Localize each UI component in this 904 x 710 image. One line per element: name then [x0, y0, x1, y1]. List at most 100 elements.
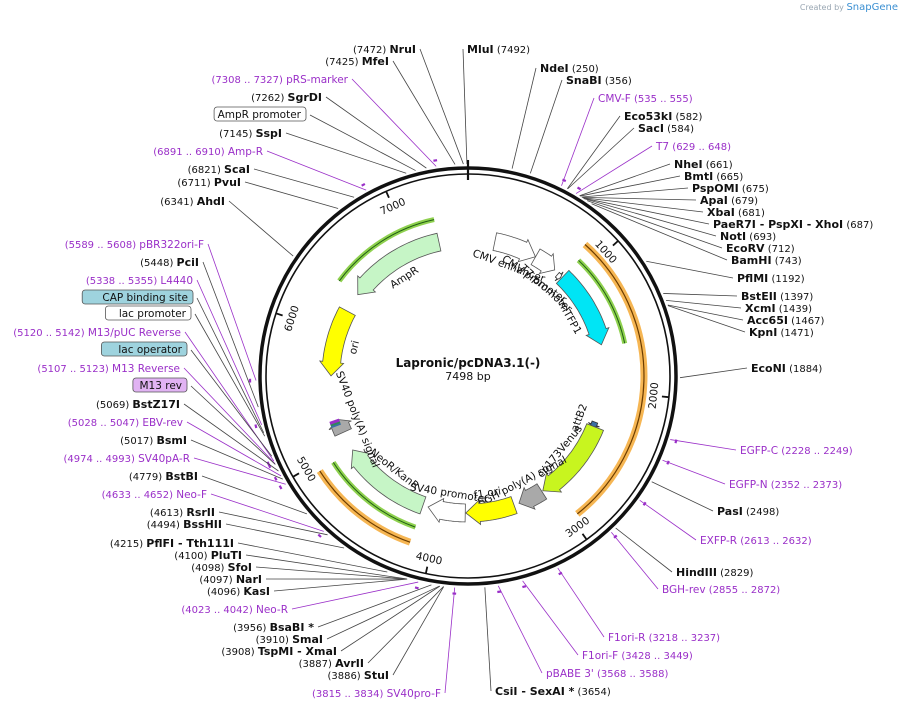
- label-prs-marker[interactable]: (7308 .. 7327) pRS-marker: [212, 74, 349, 86]
- label-lac-promoter[interactable]: lac promoter: [105, 305, 192, 321]
- label-sv40pa-r[interactable]: (4974 .. 4993) SV40pA-R: [63, 453, 190, 465]
- feature-f1-ori[interactable]: f1 ori: [465, 485, 518, 526]
- label-pcii[interactable]: (5448) PciI: [140, 256, 199, 269]
- label-pluti[interactable]: (4100) PluTI: [174, 549, 242, 562]
- leader-t7: [575, 145, 653, 194]
- label-csii-sexai[interactable]: CsiI - SexAI * (3654): [495, 685, 611, 698]
- label-name: pBR322ori-F: [139, 239, 204, 251]
- label-avrii[interactable]: (3887) AvrII: [299, 657, 364, 670]
- label-exfp-r[interactable]: EXFP-R (2613 .. 2632): [700, 535, 812, 547]
- label-lac-operator[interactable]: lac operator: [101, 341, 188, 357]
- label-sv40pro-f[interactable]: (3815 .. 3834) SV40pro-F: [312, 688, 441, 700]
- label-l4440[interactable]: (5338 .. 5355) L4440: [86, 275, 193, 287]
- label-bsabi[interactable]: (3956) BsaBI *: [233, 621, 314, 634]
- label-bstbi[interactable]: (4779) BstBI: [129, 470, 198, 483]
- feature-ori[interactable]: ori: [318, 306, 362, 377]
- leader-sgrdi: [325, 96, 427, 169]
- label-sfoi[interactable]: (4098) SfoI: [191, 561, 252, 574]
- label-saci[interactable]: SacI (584): [638, 122, 694, 135]
- label-pspomi[interactable]: PspOMI (675): [692, 182, 769, 195]
- label-nrui[interactable]: (7472) NruI: [353, 43, 416, 56]
- label-bgh-rev[interactable]: BGH-rev (2855 .. 2872): [662, 584, 780, 596]
- label-name: PaeR7I - PspXI - XhoI: [713, 218, 843, 231]
- feature-ampr[interactable]: AmpR: [357, 232, 442, 296]
- label-m13-reverse[interactable]: (5107 .. 5123) M13 Reverse: [37, 363, 180, 375]
- label-ampr-promoter[interactable]: AmpR promoter: [213, 106, 307, 122]
- label-t7[interactable]: T7 (629 .. 648): [655, 141, 731, 153]
- label-mlui[interactable]: MluI (7492): [467, 43, 530, 56]
- label-eco53ki[interactable]: Eco53kI (582): [624, 110, 702, 123]
- label-egfp-c[interactable]: EGFP-C (2228 .. 2249): [740, 445, 853, 457]
- label-ecorv[interactable]: EcoRV (712): [726, 242, 795, 255]
- site-labels: (7472) NruI(7425) MfeI (7308 .. 7327) pRS…: [13, 43, 873, 700]
- label-text: BGH-rev (2855 .. 2872): [662, 584, 780, 596]
- label-nhei[interactable]: NheI (661): [674, 158, 733, 171]
- feature-cp173venus[interactable]: cp173Venus: [535, 423, 605, 493]
- label-text: AmpR promoter: [218, 109, 302, 121]
- label-kpni[interactable]: KpnI (1471): [749, 326, 814, 339]
- label-amp-r[interactable]: (6891 .. 6910) Amp-R: [153, 146, 263, 158]
- label-bamhi[interactable]: BamHI (743): [731, 254, 802, 267]
- label-noti[interactable]: NotI (693): [720, 230, 776, 243]
- label-text: pBABE 3' (3568 .. 3588): [546, 668, 668, 680]
- label-scai[interactable]: (6821) ScaI: [188, 163, 250, 176]
- label-paer7i-pspxi-xhoi[interactable]: PaeR7I - PspXI - XhoI (687): [713, 218, 873, 231]
- label-position: (679): [728, 196, 758, 207]
- label-sgrdi[interactable]: (7262) SgrDI: [251, 91, 322, 104]
- label-egfp-n[interactable]: EGFP-N (2352 .. 2373): [729, 479, 842, 491]
- label-kasi[interactable]: (4096) KasI: [207, 585, 270, 598]
- label-pflmi[interactable]: PflMI (1192): [737, 272, 805, 285]
- label-neo-f[interactable]: (4633 .. 4652) Neo-F: [102, 489, 207, 501]
- leader-f1ori-f: [522, 580, 579, 656]
- label-bsshii[interactable]: (4494) BssHII: [147, 518, 222, 531]
- label-text: BmtI (665): [684, 170, 743, 183]
- label-tspmi-xmai[interactable]: (3908) TspMI - XmaI: [221, 645, 337, 658]
- label-position: (4779): [129, 472, 165, 483]
- label-sspi[interactable]: (7145) SspI: [219, 127, 282, 140]
- label-text: lac operator: [118, 344, 182, 356]
- feature-mtfp1[interactable]: mTFP1: [556, 269, 610, 346]
- leader-ndei: [511, 67, 537, 169]
- label-bsmi[interactable]: (5017) BsmI: [120, 434, 187, 447]
- label-smai[interactable]: (3910) SmaI: [256, 633, 323, 646]
- label-name: BGH-rev: [662, 584, 706, 596]
- label-bsteii[interactable]: BstEII (1397): [741, 290, 813, 303]
- label-nari[interactable]: (4097) NarI: [199, 573, 262, 586]
- leader-f1ori-r: [557, 567, 605, 638]
- label-m13-puc-reverse[interactable]: (5120 .. 5142) M13/pUC Reverse: [13, 327, 181, 339]
- label-pflfi-tth111i[interactable]: (4215) PflFI - Tth111I: [110, 537, 234, 550]
- label-cap-binding-site[interactable]: CAP binding site: [81, 289, 194, 305]
- label-econi[interactable]: EcoNI (1884): [751, 362, 822, 375]
- label-apai[interactable]: ApaI (679): [700, 194, 758, 207]
- feature-neor-kanr[interactable]: NeoR/KanR: [350, 447, 427, 515]
- label-bstz17i[interactable]: (5069) BstZ17I: [96, 398, 180, 411]
- label-xcmi[interactable]: XcmI (1439): [745, 302, 812, 315]
- label-m13-rev[interactable]: M13 rev: [132, 377, 188, 393]
- label-name: BssHII: [183, 518, 222, 531]
- label-hindiii[interactable]: HindIII (2829): [676, 566, 753, 579]
- label-position: (7262): [251, 93, 287, 104]
- label-mfei[interactable]: (7425) MfeI: [325, 55, 389, 68]
- label-ahdi[interactable]: (6341) AhdI: [160, 195, 225, 208]
- feature-arrow: [357, 232, 442, 296]
- tick-label-5000: 5000: [294, 455, 318, 484]
- label-text: PflMI (1192): [737, 272, 805, 285]
- label-pbr322ori-f[interactable]: (5589 .. 5608) pBR322ori-F: [65, 239, 204, 251]
- label-acc65i[interactable]: Acc65I (1467): [747, 314, 824, 327]
- label-f1ori-f[interactable]: F1ori-F (3428 .. 3449): [582, 650, 693, 662]
- label-snabi[interactable]: SnaBI (356): [566, 74, 632, 87]
- label-pvui[interactable]: (6711) PvuI: [177, 176, 241, 189]
- label-text: CsiI - SexAI * (3654): [495, 685, 611, 698]
- label-position: (2829): [717, 568, 754, 579]
- label-ndei[interactable]: NdeI (250): [540, 62, 599, 75]
- label-pasi[interactable]: PasI (2498): [717, 505, 779, 518]
- label-stui[interactable]: (3886) StuI: [327, 669, 389, 682]
- label-rsrii[interactable]: (4613) RsrII: [150, 506, 215, 519]
- label-f1ori-r[interactable]: F1ori-R (3218 .. 3237): [608, 632, 720, 644]
- label-xbai[interactable]: XbaI (681): [707, 206, 765, 219]
- label-cmv-f[interactable]: CMV-F (535 .. 555): [598, 93, 693, 105]
- label-neo-r[interactable]: (4023 .. 4042) Neo-R: [181, 604, 288, 616]
- label-bmti[interactable]: BmtI (665): [684, 170, 743, 183]
- label-pbabe-3[interactable]: pBABE 3' (3568 .. 3588): [546, 668, 668, 680]
- label-ebv-rev[interactable]: (5028 .. 5047) EBV-rev: [68, 417, 183, 429]
